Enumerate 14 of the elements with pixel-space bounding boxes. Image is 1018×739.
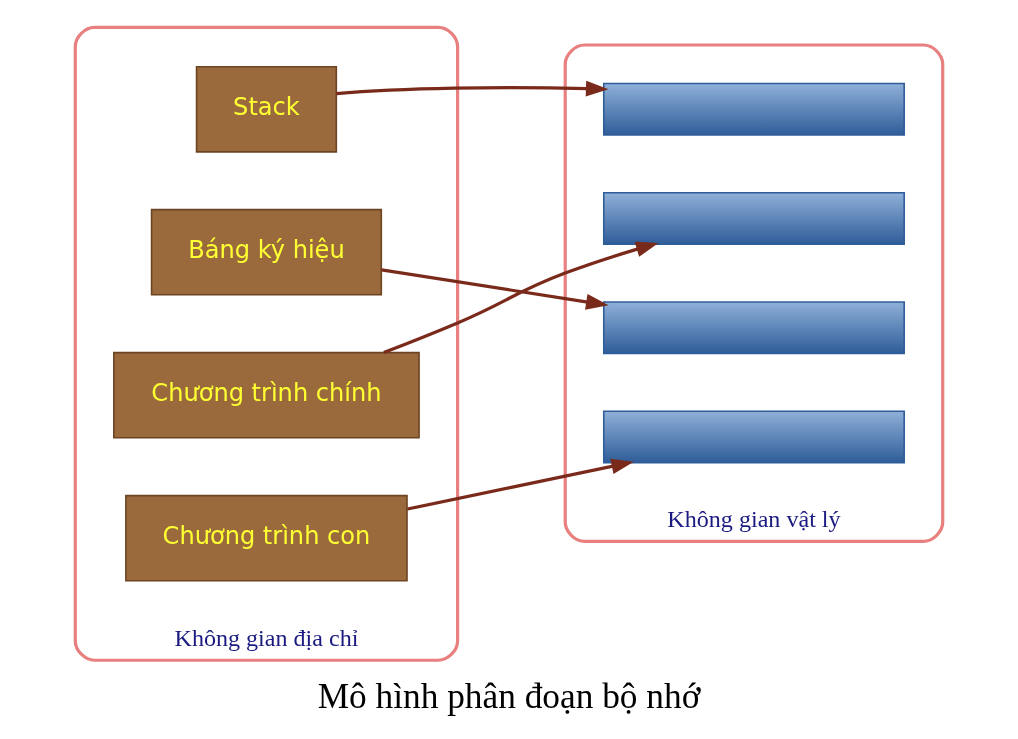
node-bar [602,410,905,464]
node-box: Báng ký hiệu [150,208,383,296]
node-bar [602,82,905,136]
node-bar [602,192,905,245]
node-box: Chương trình chính [113,351,420,439]
node-bar [602,301,905,355]
arrow [336,80,609,97]
arrow [383,241,659,354]
cluster: Không gian vật lý [563,43,945,543]
node-box: Chương trình con [125,494,408,582]
arrow [407,458,634,511]
node-box: Stack [195,65,338,153]
arrow [381,268,609,310]
diagram-title: Mô hình phân đoạn bộ nhớ [317,676,701,716]
